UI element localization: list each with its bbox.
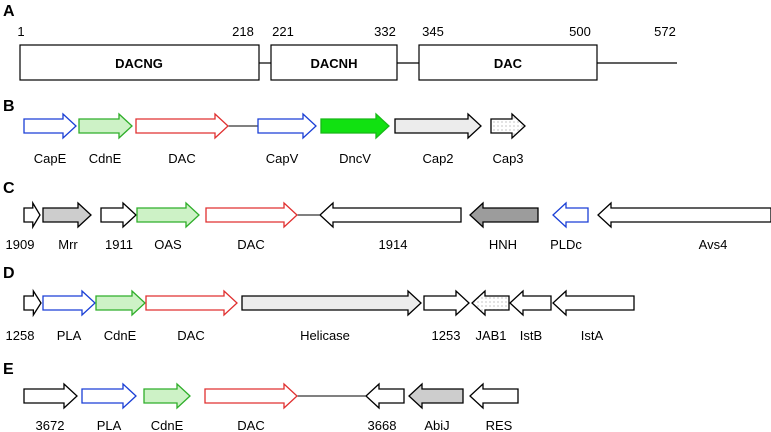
gene-label-capv: CapV	[266, 151, 299, 166]
gene-label-1914: 1914	[379, 237, 408, 252]
panel-e: E 3672 PLA CdnE DAC 3668 AbiJ RES	[3, 361, 519, 432]
gene-label-cap2: Cap2	[422, 151, 453, 166]
gene-arrow-3672	[23, 382, 78, 410]
gene-label-1253: 1253	[432, 328, 461, 343]
gene-arrow-pldc	[552, 201, 589, 229]
position-500: 500	[569, 24, 591, 39]
panel-b: B CapE CdnE DAC CapV DncV Cap2 Cap3	[3, 98, 526, 166]
gene-arrow-1253	[423, 289, 470, 317]
gene-label-cape: CapE	[34, 151, 67, 166]
position-1: 1	[17, 24, 24, 39]
gene-arrow-cape	[23, 112, 77, 140]
gene-arrow-cap2	[394, 112, 482, 140]
panel-letter-d: D	[3, 265, 15, 282]
domain-box-dac	[418, 44, 598, 81]
position-218: 218	[232, 24, 254, 39]
position-345: 345	[422, 24, 444, 39]
gene-label-istb: IstB	[520, 328, 542, 343]
gene-arrow-mrr	[42, 201, 92, 229]
gene-arrow-1911	[100, 201, 137, 229]
domain-label-dacnh: DACNH	[311, 56, 358, 71]
gene-label-3672: 3672	[36, 418, 65, 432]
gene-label-hnh: HNH	[489, 237, 517, 252]
position-332: 332	[374, 24, 396, 39]
gene-arrow-pla	[42, 289, 96, 317]
position-572: 572	[654, 24, 676, 39]
gene-label-helicase: Helicase	[300, 328, 350, 343]
gene-arrow-cdne	[143, 382, 191, 410]
gene-arrow-cap3	[490, 112, 526, 140]
domain-label-dacng: DACNG	[115, 56, 163, 71]
gene-label-1911: 1911	[105, 237, 133, 252]
gene-arrow-dac	[205, 201, 298, 229]
domain-box-dacnh	[270, 44, 398, 81]
gene-arrow-res	[469, 382, 519, 410]
gene-arrow-avs4	[597, 201, 771, 229]
gene-arrow-3668	[365, 382, 405, 410]
gene-arrow-dac	[145, 289, 238, 317]
panel-letter-b: B	[3, 98, 15, 115]
gene-label-1258: 1258	[6, 328, 35, 343]
gene-arrow-1258	[23, 288, 42, 318]
position-221: 221	[272, 24, 294, 39]
gene-label-ista: IstA	[581, 328, 604, 343]
gene-label-abij: AbiJ	[424, 418, 449, 432]
gene-label-avs4: Avs4	[699, 237, 728, 252]
gene-arrow-istb	[509, 289, 552, 317]
gene-label-dac: DAC	[237, 237, 264, 252]
gene-arrow-oas	[136, 201, 200, 229]
panel-d: D 1258 PLA CdnE DAC Helicase 1253 JAB1 IstB IstA	[3, 265, 635, 343]
domain-box-dacng	[19, 44, 260, 81]
gene-label-pla: PLA	[57, 328, 82, 343]
gene-label-3668: 3668	[368, 418, 397, 432]
gene-arrow-jab1	[471, 289, 510, 317]
gene-arrow-ista	[552, 289, 635, 317]
gene-arrow-abij	[408, 382, 464, 410]
gene-label-1909: 1909	[6, 237, 35, 252]
panel-a: A 1 218 221 332 345 500 572 DACNG DACNH …	[3, 3, 677, 81]
gene-arrow-helicase	[241, 289, 422, 317]
gene-label-cdne: CdnE	[151, 418, 184, 432]
gene-label-cdne: CdnE	[89, 151, 122, 166]
panel-letter-e: E	[3, 361, 14, 378]
panel-letter-c: C	[3, 180, 15, 197]
gene-label-mrr: Mrr	[58, 237, 78, 252]
gene-label-cap3: Cap3	[492, 151, 523, 166]
gene-arrow-1914	[319, 201, 462, 229]
gene-arrow-cdne	[95, 289, 146, 317]
gene-arrow-1909	[23, 200, 41, 230]
gene-arrow-capv	[257, 112, 317, 140]
panel-letter-a: A	[3, 3, 15, 20]
gene-arrow-dac	[204, 382, 298, 410]
gene-label-cdne: CdnE	[104, 328, 137, 343]
gene-arrow-pla	[81, 382, 137, 410]
gene-label-pla: PLA	[97, 418, 122, 432]
panel-c: C 1909 Mrr 1911 OAS DAC 1914 HNH PLDc Avs4	[3, 180, 771, 252]
gene-arrow-dac	[135, 112, 229, 140]
gene-label-oas: OAS	[154, 237, 182, 252]
gene-arrow-dncv	[320, 112, 390, 140]
domain-label-dac: DAC	[494, 56, 523, 71]
gene-label-dac: DAC	[177, 328, 204, 343]
gene-label-pldc: PLDc	[550, 237, 582, 252]
gene-label-dncv: DncV	[339, 151, 371, 166]
gene-label-dac: DAC	[168, 151, 195, 166]
gene-label-res: RES	[486, 418, 513, 432]
gene-label-dac: DAC	[237, 418, 264, 432]
gene-label-jab1: JAB1	[475, 328, 506, 343]
gene-arrow-cdne	[78, 112, 133, 140]
gene-arrow-hnh	[469, 201, 539, 229]
